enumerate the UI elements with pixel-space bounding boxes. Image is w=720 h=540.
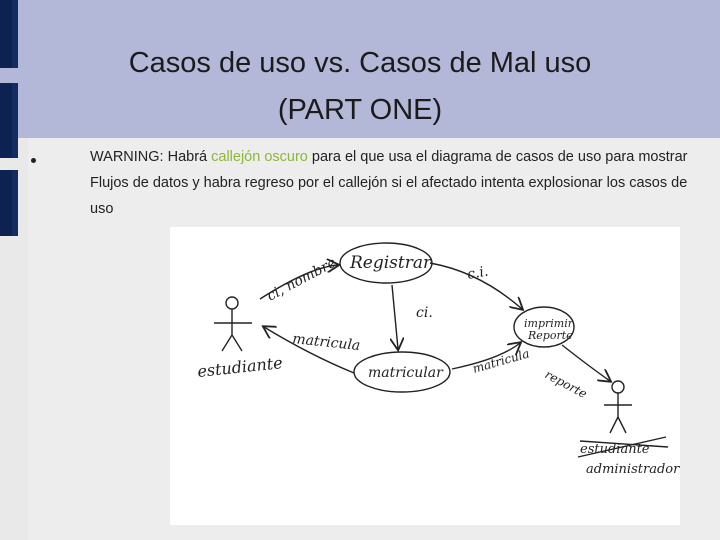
label-imprimir: imprimir: [524, 317, 574, 330]
flow-registrar-to-imprimir: [429, 262, 522, 309]
use-case-imprimir-reporte: [513, 306, 575, 348]
label-reporte: Reporte: [527, 329, 573, 342]
label-estudiante-crossed: estudiante: [580, 442, 650, 457]
flow-matricular-to-actor: [264, 327, 355, 374]
label-flow-ci-nombre: ci, nombre: [264, 255, 339, 305]
label-matricular: matricular: [368, 365, 444, 381]
side-bar-edge: [0, 83, 12, 158]
flow-actor-to-registrar: [259, 265, 338, 300]
side-bar-edge: [0, 0, 12, 68]
bullet-highlight: callejón oscuro: [211, 149, 308, 165]
title-band: [0, 0, 720, 138]
label-flow-reporte: reporte: [543, 367, 590, 401]
flow-imprimir-to-actor: [561, 344, 610, 381]
label-administrador: administrador: [586, 462, 680, 477]
flow-registrar-to-matricular: [392, 284, 398, 349]
slide-subtitle: (PART ONE): [277, 94, 443, 126]
bullet-suffix: para el que usa el diagrama de casos de …: [90, 149, 688, 217]
bullet-icon: [31, 158, 36, 163]
actor-administrador-right: [604, 380, 632, 434]
label-registrar: Registrar: [349, 253, 432, 273]
strike-through-line: [579, 440, 669, 448]
label-flow-matricula-left: matricula: [292, 331, 361, 354]
flow-matricular-to-imprimir: [451, 343, 520, 370]
label-flow-matricula-right: matricula: [471, 346, 531, 376]
slide-title: Casos de uso vs. Casos de Mal uso: [128, 47, 592, 79]
label-flow-ci-down: ci.: [416, 305, 433, 321]
bullet-prefix: WARNING: Habrá: [90, 149, 212, 165]
label-flow-ci-right: c.i.: [466, 263, 490, 282]
use-case-diagram: Registrar matricular imprimir Reporte es…: [196, 242, 680, 477]
bullet-text: WARNING: Habrá callejón oscuro para el q…: [90, 144, 690, 222]
use-case-sketch: Registrar matricular imprimir Reporte es…: [170, 227, 680, 525]
side-bar-edge: [0, 170, 12, 236]
label-estudiante-left: estudiante: [196, 353, 283, 381]
actor-estudiante-left: [214, 296, 252, 352]
strike-through-line: [577, 436, 667, 458]
